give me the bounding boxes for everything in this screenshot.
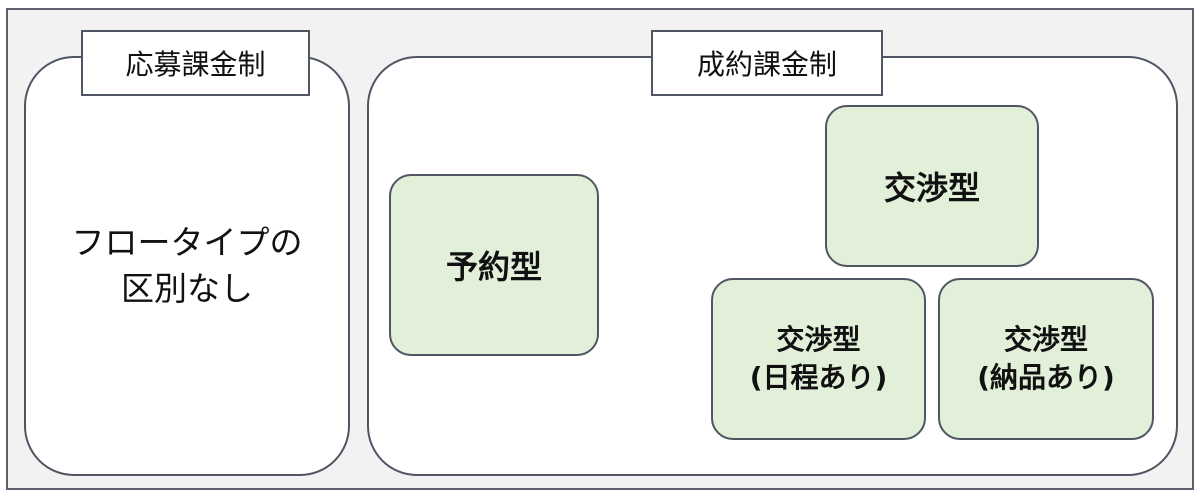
reservation-type-box: 予約型	[389, 174, 599, 356]
contract-billing-label: 成約課金制	[651, 30, 883, 96]
negotiation-schedule-line2: (日程あり)	[749, 361, 888, 394]
no-flow-type-line1: フロータイプの	[71, 223, 303, 262]
negotiation-delivery-line2: (納品あり)	[977, 361, 1115, 394]
negotiation-delivery-line1: 交渉型	[1003, 323, 1088, 356]
application-billing-label: 応募課金制	[81, 30, 310, 96]
negotiation-type-label: 交渉型	[883, 169, 980, 207]
application-billing-panel	[24, 56, 350, 476]
diagram-canvas: 応募課金制 成約課金制 フロータイプの 区別なし 予約型 交渉型 交渉型 (日程…	[6, 8, 1194, 490]
negotiation-delivery-type-box: 交渉型 (納品あり)	[938, 278, 1154, 440]
negotiation-type-box: 交渉型	[825, 105, 1039, 267]
contract-billing-title: 成約課金制	[696, 48, 837, 81]
no-flow-type-distinction-text: フロータイプの 区別なし	[24, 220, 350, 312]
no-flow-type-line2: 区別なし	[121, 269, 253, 308]
negotiation-schedule-line1: 交渉型	[776, 323, 861, 356]
application-billing-title: 応募課金制	[125, 48, 266, 81]
reservation-type-label: 予約型	[445, 248, 542, 286]
negotiation-schedule-type-box: 交渉型 (日程あり)	[711, 278, 926, 440]
